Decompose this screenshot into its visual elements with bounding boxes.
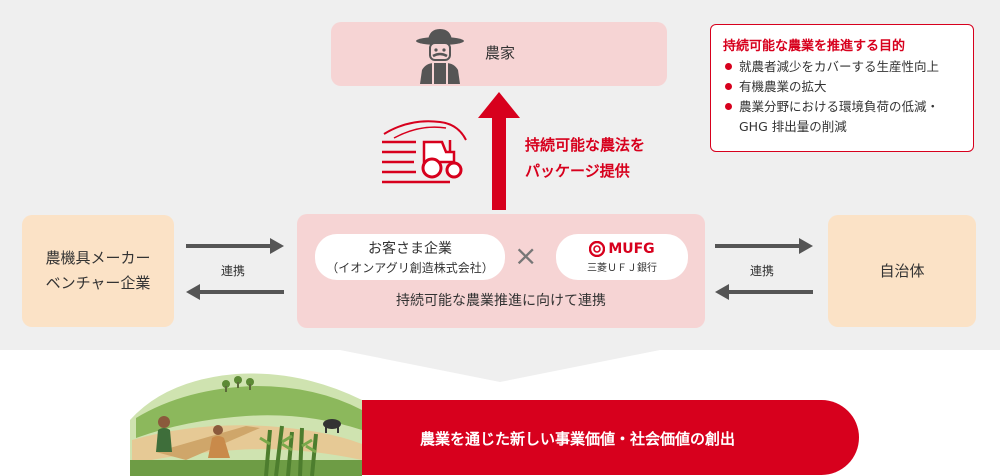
- customer-name: お客さま企業: [368, 241, 452, 257]
- right-link-arrows: [715, 238, 813, 300]
- farmer-box: [331, 22, 667, 86]
- goal-item: 就農者減少をカバーする生産性向上: [723, 57, 961, 77]
- link-label-left: 連携: [221, 264, 246, 278]
- value-banner: [325, 400, 859, 475]
- goal-item-continuation: GHG 排出量の削減: [739, 119, 847, 134]
- mufg-logo: MUFG 三菱ＵＦＪ銀行: [556, 234, 688, 280]
- farm-landscape-illustration: [130, 373, 362, 476]
- package-caption: 持続可能な農法を パッケージ提供: [525, 132, 645, 184]
- venture-label: ベンチャー企業: [45, 274, 151, 292]
- goals-title: 持続可能な農業を推進する目的: [723, 39, 906, 54]
- mufg-bank-name: 三菱ＵＦＪ銀行: [587, 262, 657, 274]
- value-banner-text: 農業を通じた新しい事業価値・社会価値の創出: [420, 430, 736, 448]
- link-label-right: 連携: [750, 264, 775, 278]
- package-caption-line2: パッケージ提供: [525, 162, 630, 180]
- maker-venture-box: 農機具メーカー ベンチャー企業: [22, 215, 174, 327]
- farmer-icon: [416, 29, 464, 84]
- goals-box: 持続可能な農業を推進する目的 就農者減少をカバーする生産性向上 有機農業の拡大 …: [710, 24, 974, 152]
- left-link-arrows: [186, 238, 284, 300]
- mufg-mark-icon: [589, 240, 606, 257]
- goal-item: 有機農業の拡大: [723, 77, 961, 97]
- customer-pill: お客さま企業 （イオンアグリ創造株式会社）: [315, 234, 505, 280]
- goal-item: 農業分野における環境負荷の低減・: [723, 97, 961, 117]
- package-caption-line1: 持続可能な農法を: [525, 136, 646, 154]
- farmer-label: 農家: [485, 44, 516, 62]
- tractor-icon: [382, 120, 467, 184]
- municipality-box: 自治体: [828, 215, 976, 327]
- collaboration-caption: 持続可能な農業推進に向けて連携: [396, 293, 606, 309]
- down-chevron: [340, 350, 660, 382]
- maker-label: 農機具メーカー: [45, 249, 151, 267]
- mufg-name: MUFG: [608, 240, 655, 257]
- up-arrow: [478, 92, 520, 210]
- times-sign: ×: [514, 239, 538, 272]
- municipality-label: 自治体: [879, 261, 925, 280]
- customer-company: （イオンアグリ創造株式会社）: [326, 261, 494, 275]
